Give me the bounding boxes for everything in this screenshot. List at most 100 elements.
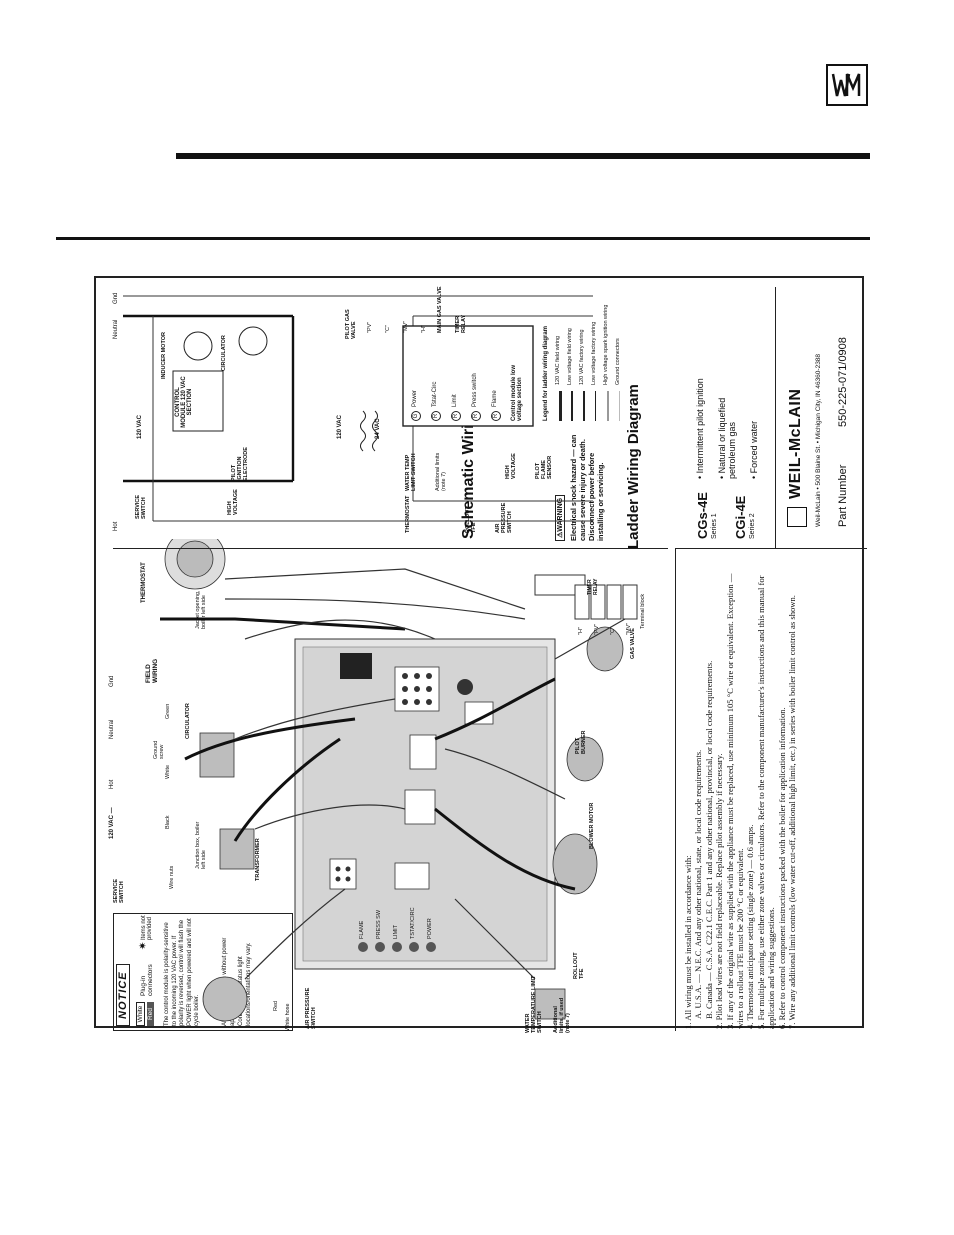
pilot-flame-sensor-label: PILOT FLAME SENSOR bbox=[535, 455, 553, 479]
legend-swatch-6 bbox=[619, 391, 620, 421]
ladder-service-switch-label: SERVICE SWITCH bbox=[135, 494, 147, 519]
legend-swatch-2 bbox=[571, 391, 573, 421]
red-wire-label: Red bbox=[273, 1000, 279, 1011]
main-gas-valve-label: MAIN GAS VALVE bbox=[437, 286, 443, 333]
junction-box-label: Junction box, boiler left side bbox=[195, 821, 207, 869]
status-press-sw: PRESS SW bbox=[376, 909, 382, 939]
ladder-additional-limits-label: Additional limits (note 7) bbox=[435, 452, 447, 491]
inducer-motor-label: INDUCER MOTOR bbox=[161, 332, 167, 379]
relay-flame-label: Flame bbox=[492, 390, 498, 407]
schematic-drawing bbox=[160, 539, 638, 1022]
relay-limit-symbol: R bbox=[451, 411, 461, 421]
relay-power-symbol: G bbox=[411, 411, 421, 421]
water-temp-limit-label: WATER TEMPERATURE LIMIT SWITCH bbox=[525, 975, 543, 1033]
models-divider bbox=[675, 548, 867, 549]
feature-3-text: Forced water bbox=[749, 420, 759, 474]
legend-row-5: High voltage spark ignition wiring bbox=[603, 304, 609, 385]
legend-swatch-4 bbox=[595, 391, 596, 421]
series-1: Series 1 bbox=[711, 513, 718, 539]
ladder-water-temp-label: WATER TEMP LIMIT SWITCH bbox=[405, 453, 417, 491]
additional-limits-label: Additional limits, if used (note 7) bbox=[553, 997, 571, 1033]
terminal-mv: "MV" bbox=[626, 622, 632, 635]
ladder-gnd-label: Gnd bbox=[113, 292, 119, 304]
service-switch-label: SERVICE SWITCH bbox=[113, 878, 125, 903]
legend-row-3: 120 VAC factory wiring bbox=[579, 329, 585, 385]
ground-screw-label: Ground screw bbox=[153, 740, 165, 759]
relay-tstat-label: Tstat-Circ bbox=[432, 381, 438, 407]
legend-row-2: Low voltage field wiring bbox=[567, 328, 573, 385]
series-2: Series 2 bbox=[749, 513, 756, 539]
ladder-mv-label: "MV" bbox=[403, 320, 409, 333]
part-number-label: Part Number bbox=[837, 464, 849, 527]
ladder-vac24-label: 24 VAC bbox=[375, 418, 381, 439]
air-pressure-switch-label: AIR PRESSURE SWITCH bbox=[305, 987, 317, 1029]
feature-1-text: Intermittent pilot ignition bbox=[695, 378, 705, 474]
thermostat-label: THERMOSTAT bbox=[141, 562, 147, 603]
divider-vertical bbox=[113, 548, 668, 549]
high-voltage-label: HIGH VOLTAGE bbox=[227, 489, 239, 515]
feature-1: • Intermittent pilot ignition bbox=[695, 378, 705, 479]
weil-mclain-logo bbox=[826, 64, 868, 106]
ladder-h-label: "H" bbox=[421, 325, 427, 333]
ladder-high-voltage2-label: HIGH VOLTAGE bbox=[505, 453, 517, 479]
note-6: 6. Refer to control component instructio… bbox=[776, 707, 787, 1029]
gnd-label: Gnd bbox=[109, 675, 115, 687]
ladder-circulator-label: CIRCULATOR bbox=[221, 335, 227, 371]
relay-press-symbol: R bbox=[471, 411, 481, 421]
transformer-label: TRANSFORMER bbox=[255, 838, 261, 881]
feature-2: • Natural or liquefied petroleum gas bbox=[717, 397, 737, 479]
brand-logo-icon bbox=[787, 507, 807, 527]
field-wiring-label: FIELD WIRING bbox=[145, 658, 159, 683]
note-7: 7. Wire any additional limit controls (l… bbox=[787, 595, 798, 1029]
legend-box: 120 VAC field wiring Low voltage field w… bbox=[555, 291, 635, 421]
note-1b: B. Canada — C.S.A. C22.1 C.E.C. Part 1 a… bbox=[703, 660, 714, 1019]
status-flame: FLAME bbox=[359, 920, 365, 939]
neutral-label: Neutral bbox=[109, 719, 115, 739]
legend-title: Legend for ladder wiring diagram bbox=[543, 325, 549, 421]
note-5: 5. For multiple zoning, use either zone … bbox=[755, 575, 777, 1029]
ladder-c-label: "C" bbox=[385, 325, 391, 333]
legend-swatch-1 bbox=[559, 391, 562, 421]
ladder-neutral-label: Neutral bbox=[113, 319, 119, 339]
note-1: 1. All wiring must be installed in accor… bbox=[683, 855, 693, 1029]
ladder-hot-label: Hot bbox=[113, 521, 119, 531]
ladder-rollout-tfe-label: ROLLOUT TFE bbox=[465, 506, 477, 533]
pilot-gas-valve-label: PILOT GAS VALVE bbox=[345, 309, 357, 339]
status-tstat-circ: TSTAT/CIRC bbox=[410, 907, 416, 939]
circulator-label: CIRCULATOR bbox=[185, 703, 191, 739]
legend-row-6: Ground connectors bbox=[615, 338, 621, 385]
ladder-thermostat-label: THERMOSTAT bbox=[405, 495, 411, 533]
company-divider bbox=[775, 287, 776, 549]
white-wire-label: White bbox=[165, 764, 171, 779]
relay-limit-label: Limit bbox=[452, 394, 458, 407]
feature-2-text: Natural or liquefied petroleum gas bbox=[717, 397, 737, 479]
status-power: POWER bbox=[427, 918, 433, 939]
relay-tstat-symbol: R bbox=[431, 411, 441, 421]
wire-nuts-label: Wire nuts bbox=[169, 865, 175, 889]
note-3: 3. If any of the original wire as suppli… bbox=[724, 573, 746, 1029]
model-2: CGi-4E bbox=[733, 495, 748, 539]
relay-flame-symbol: R bbox=[491, 411, 501, 421]
wiring-diagram-frame: NOTICE White Red Plug-in connectors ✷ It… bbox=[94, 276, 867, 1033]
relay-press-label: Press switch bbox=[472, 373, 478, 407]
blower-motor-label: BLOWER MOTOR bbox=[589, 802, 595, 849]
pilot-ignition-label: PILOT IGNITION ELECTRODE bbox=[231, 447, 249, 481]
relay-power-label: Power bbox=[412, 389, 418, 407]
hot-label: Hot bbox=[109, 779, 115, 789]
status-limit: LIMIT bbox=[393, 924, 399, 939]
ladder-vac120b-label: 120 VAC bbox=[337, 415, 343, 439]
ladder-drawing bbox=[123, 295, 593, 522]
white-hose-label: White hose bbox=[285, 1003, 291, 1031]
rollout-tfe-label: ROLLOUT TFE bbox=[573, 952, 585, 979]
terminal-pv: "PV" bbox=[594, 623, 600, 635]
black-wire-label: Black bbox=[165, 815, 171, 829]
rotated-content: NOTICE White Red Plug-in connectors ✷ It… bbox=[105, 286, 875, 1039]
ladder-vac120-label: 120 VAC bbox=[137, 415, 143, 439]
feature-3: • Forced water bbox=[749, 420, 759, 479]
legend-row-4: Low voltage factory wiring bbox=[591, 321, 597, 385]
note-4: 4. Thermostat anticipator setting (singl… bbox=[745, 824, 756, 1029]
terminal-block-label: Terminal block bbox=[640, 593, 646, 629]
header-rule-thick bbox=[176, 153, 870, 159]
pilot-burner-label: PILOT BURNER bbox=[575, 730, 587, 754]
